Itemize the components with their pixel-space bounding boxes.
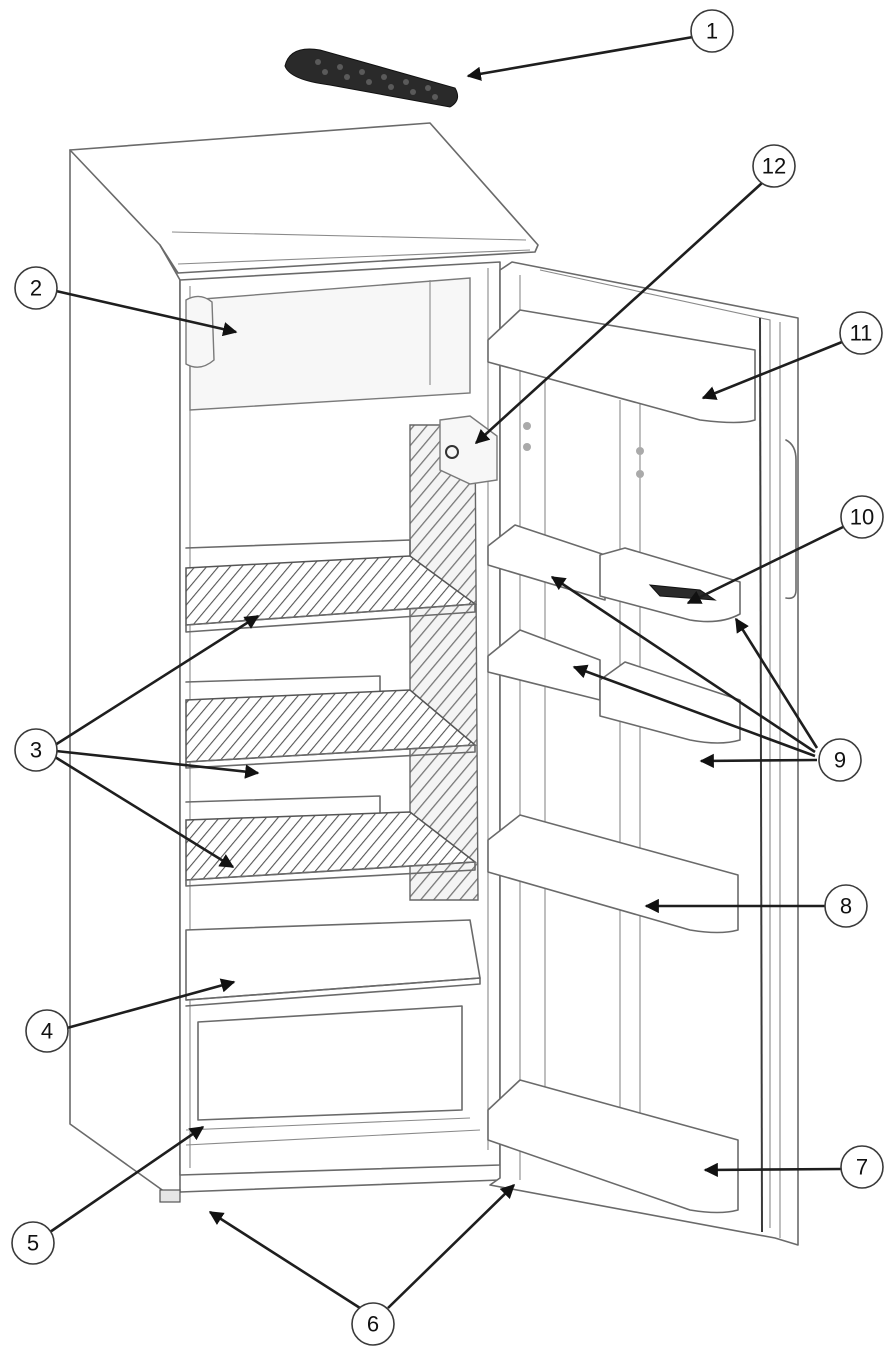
callout-12: 12 [752, 144, 796, 188]
adjustable-foot [159, 1189, 181, 1203]
svg-text:1: 1 [706, 19, 718, 44]
svg-text:4: 4 [41, 1019, 53, 1044]
callout-11: 11 [839, 311, 883, 355]
svg-text:3: 3 [30, 738, 42, 763]
callout-3: 3 [14, 728, 58, 772]
crisper-drawer [197, 1005, 463, 1121]
door-shelf-upper-right [599, 547, 741, 623]
glass-shelves [185, 539, 478, 887]
svg-text:12: 12 [762, 154, 786, 179]
callout-10: 10 [840, 495, 884, 539]
callout-6: 6 [351, 1302, 395, 1346]
thermostat-knob [185, 295, 215, 368]
door-shelf-middle [487, 814, 739, 934]
svg-text:5: 5 [27, 1231, 39, 1256]
freezer-compartment [189, 277, 471, 411]
door [487, 261, 799, 1246]
crisper [185, 919, 481, 1146]
callout-1: 1 [690, 9, 734, 53]
svg-text:10: 10 [850, 505, 874, 530]
dairy-compartment [487, 309, 756, 424]
callout-9: 9 [818, 738, 862, 782]
callout-5: 5 [11, 1221, 55, 1265]
svg-text:7: 7 [856, 1155, 868, 1180]
callout-2: 2 [14, 266, 58, 310]
svg-text:9: 9 [834, 748, 846, 773]
svg-text:11: 11 [850, 321, 873, 346]
svg-text:6: 6 [367, 1312, 379, 1337]
ice-tray [284, 48, 459, 108]
callout-7: 7 [840, 1145, 884, 1189]
callout-4: 4 [25, 1009, 69, 1053]
svg-text:2: 2 [30, 276, 42, 301]
callout-8: 8 [824, 884, 868, 928]
svg-text:8: 8 [840, 894, 852, 919]
bottle-shelf [487, 1079, 739, 1214]
callouts: 1 2 3 4 5 6 [11, 9, 884, 1346]
